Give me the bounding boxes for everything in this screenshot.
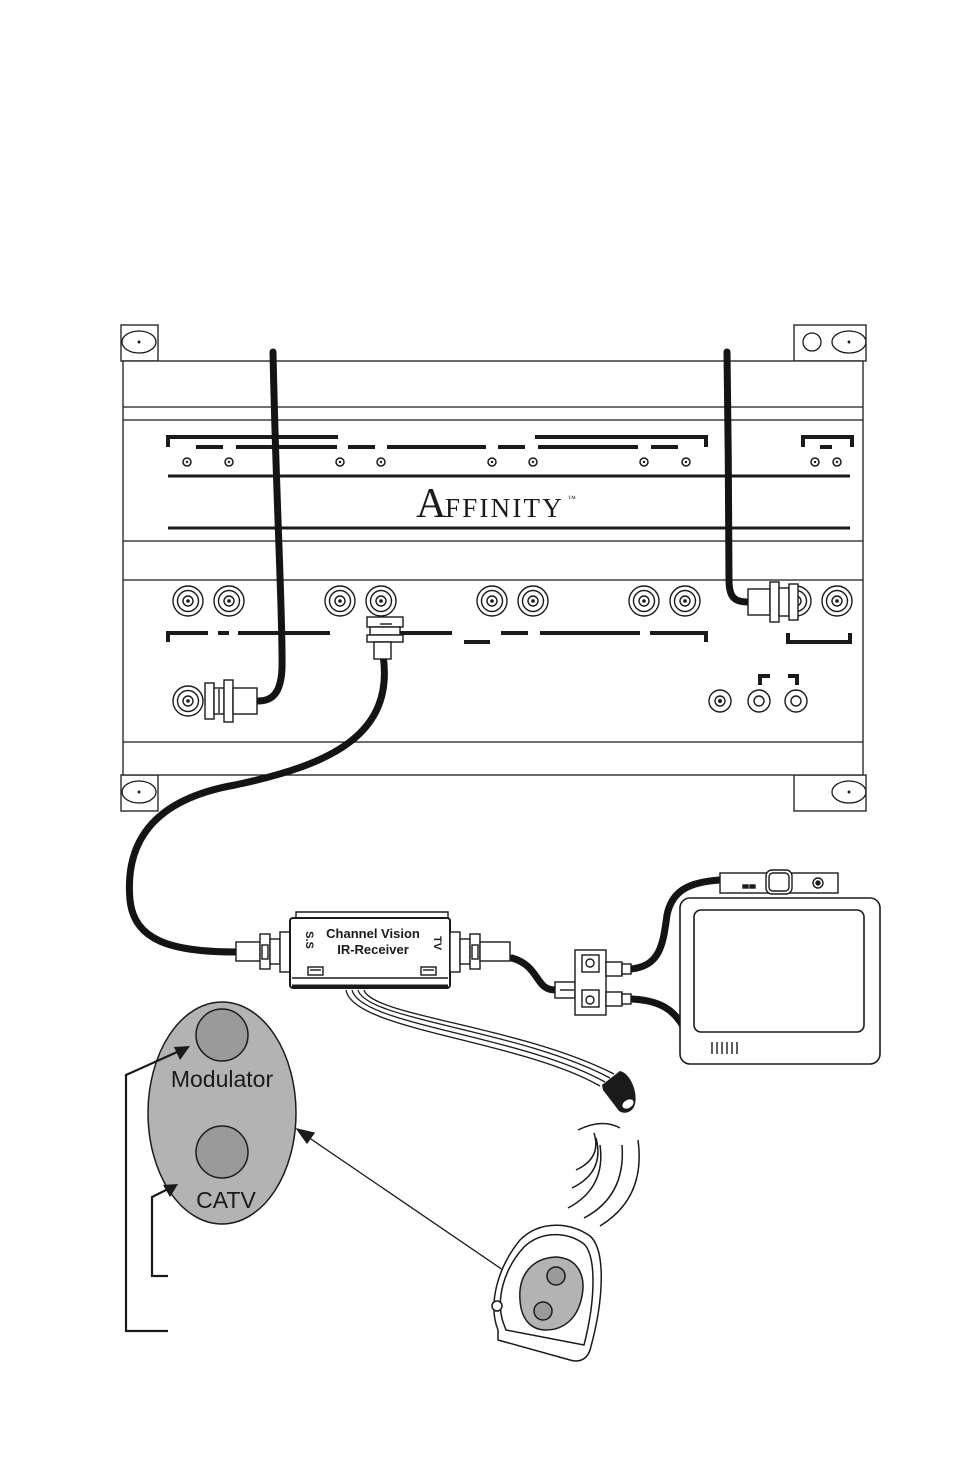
catv-button-icon <box>196 1126 248 1178</box>
coax-cable-splitter-to-tv <box>631 999 685 1030</box>
brand-name: FFINITY <box>445 493 564 523</box>
mount-ear-bottom-right <box>794 775 866 811</box>
ir-emitter-icon <box>602 1071 636 1113</box>
ir-receiver-brand: Channel Vision <box>326 926 420 941</box>
ir-emitter-cable <box>346 990 614 1086</box>
television <box>680 898 880 1064</box>
ir-signal-waves-icon <box>568 1123 639 1226</box>
affinity-hub <box>121 325 866 811</box>
ir-receiver-model: IR-Receiver <box>337 942 409 957</box>
modulator-button-icon <box>196 1009 248 1061</box>
brand-initial: A <box>416 481 447 527</box>
trademark-symbol: ™ <box>568 494 576 503</box>
keyring-icon <box>492 1301 502 1311</box>
keyfob-remote <box>492 1225 601 1361</box>
ir-receiver-port-tv: TV <box>431 936 443 951</box>
coax-cable-receiver-to-splitter <box>512 958 555 990</box>
mount-ear-top-right <box>794 325 866 361</box>
zoom-pointer <box>297 1129 528 1287</box>
ir-flasher <box>720 870 838 894</box>
tv-screen <box>694 910 864 1032</box>
splitter <box>555 950 631 1015</box>
fob-bottom-button-icon <box>534 1302 552 1320</box>
ir-receiver-port-ss: S.S <box>303 931 315 949</box>
fob-top-button-icon <box>547 1267 565 1285</box>
catv-label: CATV <box>196 1187 256 1213</box>
modulator-label: Modulator <box>171 1066 274 1092</box>
